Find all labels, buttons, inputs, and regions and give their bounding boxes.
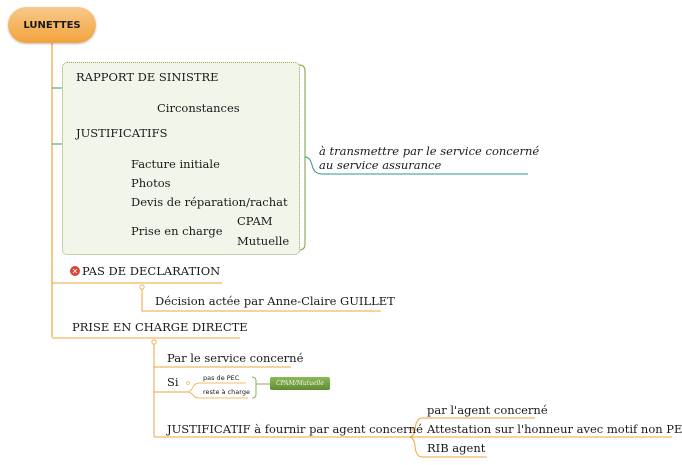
node-mutuelle[interactable]: Mutuelle (237, 234, 290, 248)
node-cpam[interactable]: CPAM (237, 214, 273, 228)
root-label: LUNETTES (23, 19, 81, 31)
node-si[interactable]: Si (167, 375, 179, 389)
node-devis[interactable]: Devis de réparation/rachat (131, 195, 288, 209)
summary-tag-label: CPAM/Mutuelle (276, 380, 324, 387)
node-par-le-service[interactable]: Par le service concerné (167, 351, 304, 365)
root-node[interactable]: LUNETTES (8, 7, 96, 43)
node-circonstances[interactable]: Circonstances (157, 101, 240, 115)
node-decision[interactable]: Décision actée par Anne-Claire GUILLET (155, 294, 395, 308)
node-reste-a-charge[interactable]: reste à charge (203, 388, 250, 396)
node-prise-en-charge[interactable]: Prise en charge (131, 224, 223, 238)
node-rapport-de-sinistre[interactable]: RAPPORT DE SINISTRE (76, 70, 219, 84)
node-pas-de-declaration[interactable]: PAS DE DECLARATION (82, 264, 221, 278)
node-justificatif-agent[interactable]: JUSTIFICATIF à fournir par agent concern… (167, 422, 423, 436)
node-pas-de-pec[interactable]: pas de PEC (203, 374, 240, 382)
node-justificatifs[interactable]: JUSTIFICATIFS (76, 126, 168, 140)
justificatifs-boundary (62, 62, 300, 255)
node-photos[interactable]: Photos (131, 176, 171, 190)
node-par-agent[interactable]: par l'agent concerné (427, 403, 548, 417)
summary-tag-cpam-mutuelle[interactable]: CPAM/Mutuelle (270, 377, 330, 390)
node-facture-initiale[interactable]: Facture initiale (131, 157, 220, 171)
note-line-2: au service assurance (319, 158, 442, 172)
node-attestation[interactable]: Attestation sur l'honneur avec motif non… (427, 422, 682, 436)
note-line-1: à transmettre par le service concerné (319, 144, 540, 158)
error-icon: ✕ (70, 266, 80, 276)
node-rib-agent[interactable]: RIB agent (427, 441, 486, 455)
node-prise-en-charge-directe[interactable]: PRISE EN CHARGE DIRECTE (72, 320, 248, 334)
